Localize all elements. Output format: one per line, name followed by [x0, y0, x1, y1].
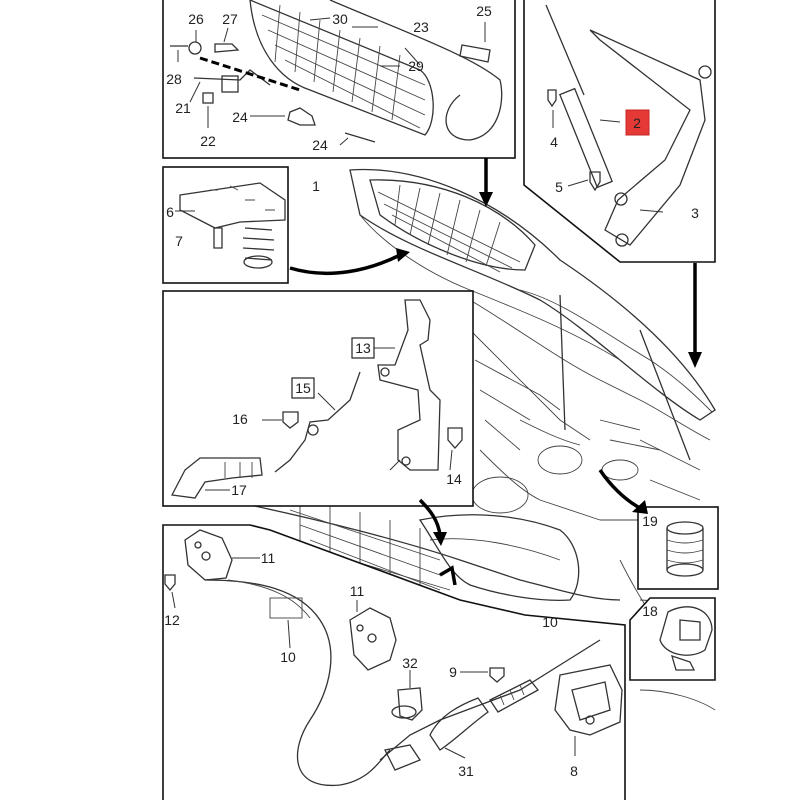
callout-24-upper: 24: [232, 109, 248, 125]
bolt-16: [282, 411, 299, 429]
cable-31: [379, 639, 601, 771]
callout-box-13: [351, 337, 375, 359]
callout-23: 23: [413, 19, 429, 35]
callout-32: 32: [402, 655, 418, 671]
clip-32: [391, 687, 423, 721]
lock-bracket-13: [377, 299, 441, 471]
callout-31: 31: [458, 763, 474, 779]
callout-8: 8: [570, 763, 578, 779]
hood-strut-box: 2 4 5 3: [523, 0, 716, 263]
callout-11-upper: 11: [261, 550, 276, 566]
callout-10-left: 10: [280, 649, 296, 665]
hood-grille: [369, 179, 536, 273]
cable-lock-box: 11 12 10 11 32 9 10 31 8: [162, 524, 626, 800]
release-handle-8: [554, 664, 623, 736]
callout-17: 17: [231, 482, 247, 498]
clip-18: [659, 606, 713, 671]
lock-lever-box: 13 15 16 17 14: [162, 290, 474, 507]
bolt-4: [547, 89, 557, 108]
bump-stop-19: [666, 521, 704, 577]
callout-24-lower: 24: [312, 137, 328, 153]
callout-16: 16: [232, 411, 248, 427]
clip-box-18: 18: [629, 597, 716, 681]
bolt-14: [447, 427, 463, 449]
callout-1: 1: [312, 178, 320, 194]
callout-3: 3: [691, 205, 699, 221]
bolt-5: [589, 171, 601, 192]
callout-9: 9: [449, 664, 457, 680]
screw-9: [489, 667, 505, 683]
callout-27: 27: [222, 11, 238, 27]
callout-12: 12: [164, 612, 180, 628]
callout-25: 25: [476, 3, 492, 19]
callout-5: 5: [555, 179, 563, 195]
grille-surround-23: [329, 0, 503, 141]
callout-11-lower: 11: [350, 583, 365, 599]
callout-21: 21: [175, 100, 191, 116]
callout-19: 19: [642, 513, 658, 529]
hinge-3: [589, 29, 712, 247]
callout-2: 2: [633, 115, 641, 131]
callout-29: 29: [408, 58, 424, 74]
callout-7: 7: [175, 233, 183, 249]
callout-6: 6: [166, 204, 174, 220]
grille-part-29: [249, 0, 434, 136]
grille-clip-parts: [170, 41, 491, 143]
callout-10-right: 10: [542, 614, 558, 630]
mounting-dashed-line: [199, 56, 301, 92]
bracket-6: [179, 182, 286, 229]
highlight-callout-2: [625, 109, 650, 136]
callout-18: 18: [642, 603, 658, 619]
callout-14: 14: [446, 471, 462, 487]
callout-30: 30: [332, 11, 348, 27]
spring-7: [242, 227, 275, 269]
callout-15: 15: [295, 380, 311, 396]
callout-13: 13: [355, 340, 371, 356]
spring-bracket-box: 6 7: [162, 166, 289, 284]
callout-26: 26: [188, 11, 204, 27]
hood-lock-11-lower: [349, 607, 397, 671]
callout-28: 28: [166, 71, 182, 87]
release-handle-17: [170, 457, 263, 499]
callout-22: 22: [200, 133, 216, 149]
callout-box-15: [291, 377, 315, 399]
hood-lock-11-upper: [184, 529, 233, 581]
screw-12: [164, 574, 176, 592]
bump-stop-box-19: 19: [637, 506, 719, 590]
flow-arrows: [289, 158, 702, 586]
cable-10: [204, 579, 391, 786]
callout-4: 4: [550, 134, 558, 150]
release-lever-15: [274, 371, 361, 473]
grille-detail-box: 26 27 28 21 22 24 24 30 23 25 29: [162, 0, 516, 159]
gas-strut-2: [545, 4, 628, 206]
